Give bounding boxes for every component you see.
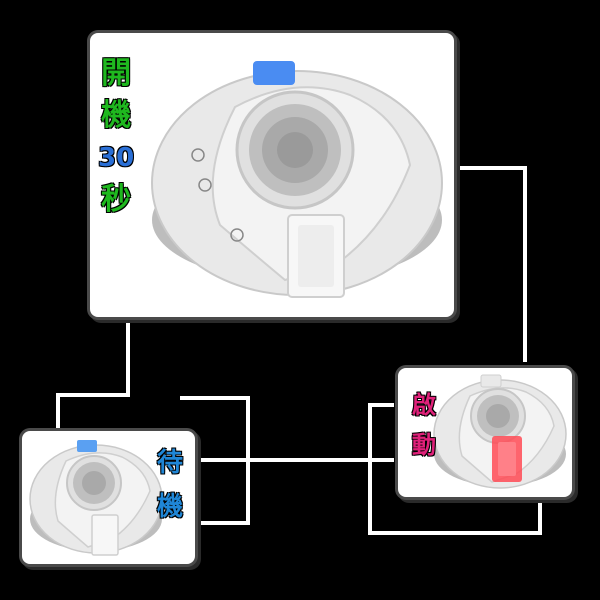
power-on-label: 開 機 30 秒: [98, 59, 134, 215]
connector-main-to-standby: [56, 320, 130, 430]
label-char-move: 動: [412, 430, 436, 459]
motion-sensor-device: [29, 440, 163, 556]
panel-triggered: 啟 動: [398, 368, 572, 497]
panel-power-on: 開 機 30 秒: [90, 33, 454, 317]
panel-standby: 待 機: [22, 431, 195, 564]
label-char-start: 啟: [412, 390, 436, 419]
label-char-seconds: 秒: [101, 182, 132, 217]
standby-label: 待 機: [157, 449, 183, 521]
connector-main-to-trigger: [458, 166, 527, 362]
motion-sensor-device: [151, 61, 443, 298]
motion-sensor-device: [433, 374, 567, 489]
connector-trigger-bracket: [368, 403, 542, 535]
label-char-machine: 機: [101, 98, 132, 133]
label-number-30: 30: [98, 143, 135, 173]
label-char-machine: 機: [157, 492, 184, 522]
label-char-open: 開: [101, 56, 132, 91]
label-char-wait: 待: [157, 448, 184, 478]
triggered-label: 啟 動: [412, 392, 436, 458]
